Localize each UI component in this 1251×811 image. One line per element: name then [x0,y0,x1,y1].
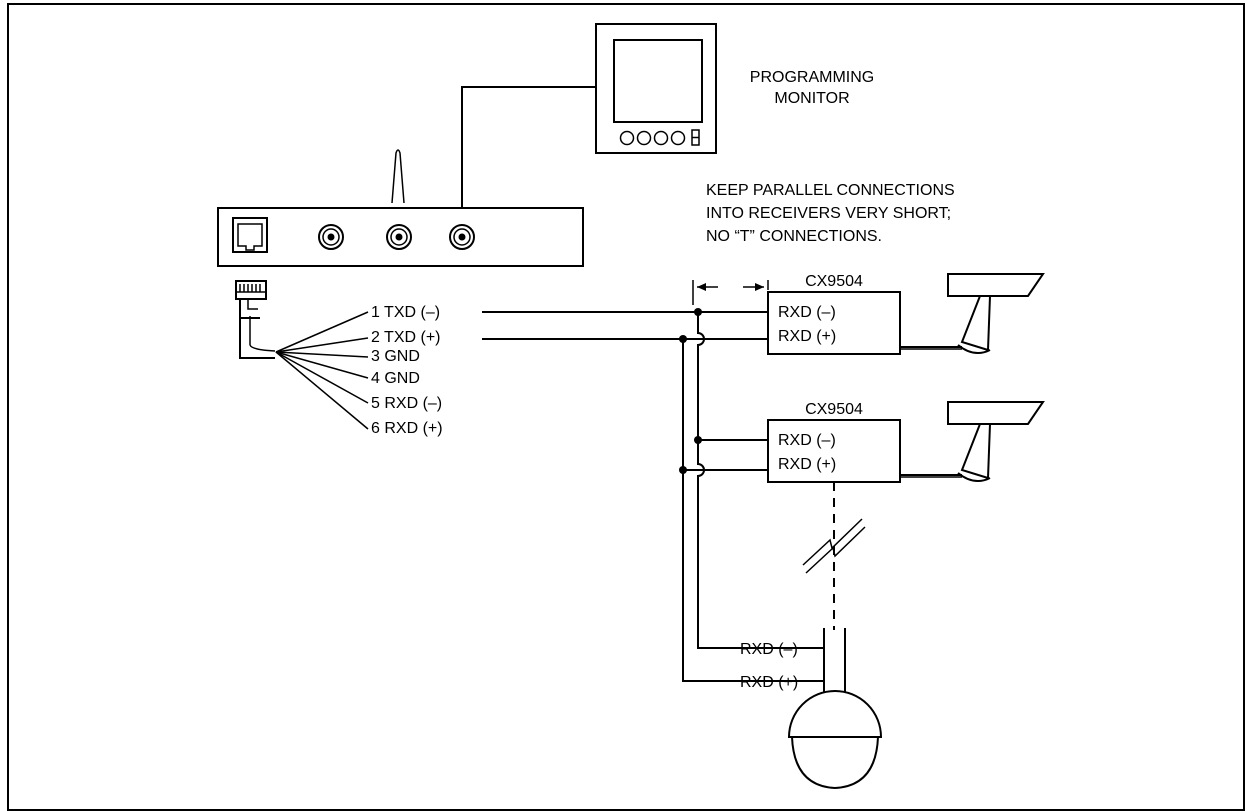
monitor-knob [636,130,652,146]
receiver-rxd-plus: RXD (+) [778,456,836,473]
receiver-rxd-plus: RXD (+) [778,328,836,345]
break-symbol-icon [802,518,863,566]
pin-fanout [275,311,369,430]
bnc-connector-icon [318,224,344,250]
rs485-bus [482,308,818,682]
receiver-box [767,291,901,355]
receiver-model: CX9504 [805,273,863,290]
note-line2: INTO RECEIVERS VERY SHORT; [706,205,951,222]
frame-border [7,3,1245,811]
note-line3: NO “T” CONNECTIONS. [706,228,882,245]
pin-label: 1 TXD (–) [371,304,440,321]
dome-rxd-minus: RXD (–) [740,641,798,658]
receiver-rxd-minus: RXD (–) [778,304,836,321]
monitor-label-line1: PROGRAMMING [750,69,874,86]
receiver-rxd-minus: RXD (–) [778,432,836,449]
receiver-box [767,419,901,483]
monitor-screen [613,39,703,123]
rj-plug [235,280,276,359]
bnc-connector-icon [386,224,412,250]
bnc-connector-icon [449,224,475,250]
transmitter-unit [217,149,584,267]
note-line1: KEEP PARALLEL CONNECTIONS [706,182,955,199]
monitor-knob [653,130,669,146]
dome-camera [787,628,883,790]
monitor-knob [619,130,635,146]
rj-jack-socket [237,223,263,251]
pin-label: 6 RXD (+) [371,420,443,437]
short-length-indicator [692,280,769,305]
dome-globe [791,736,879,790]
dome-rxd-plus: RXD (+) [740,674,798,691]
receiver-model: CX9504 [805,401,863,418]
pin-label: 4 GND [371,370,420,387]
camera-icon [947,401,1045,483]
continuation-line [802,482,866,630]
monitor-label-line2: MONITOR [774,90,849,107]
dome-housing [787,690,883,738]
programming-monitor [595,23,717,154]
antenna-icon [391,149,405,204]
camera-icon [947,273,1045,355]
pin-label: 5 RXD (–) [371,395,442,412]
pin-label: 3 GND [371,348,420,365]
video-cable [461,86,596,230]
pin-label: 2 TXD (+) [371,329,441,346]
monitor-knob [670,130,686,146]
